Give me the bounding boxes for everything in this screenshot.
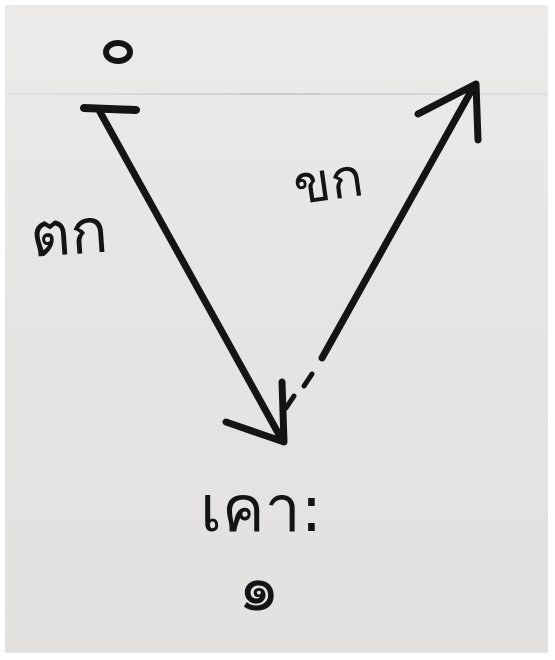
ascending-arrow-line: [318, 82, 478, 362]
right-label: ขก: [289, 145, 368, 218]
bottom-label: เคา:: [200, 473, 323, 547]
descending-arrow-line: [96, 108, 286, 444]
start-circle: [103, 40, 133, 64]
bottom-number: ๑: [238, 549, 280, 626]
start-bar: [80, 104, 140, 114]
left-label: ตก: [27, 193, 111, 272]
descending-arrowhead: [222, 378, 288, 446]
ruled-line: [5, 93, 548, 95]
ascending-arrow-dashed-start: [283, 371, 315, 411]
ascending-arrowhead: [414, 80, 482, 144]
